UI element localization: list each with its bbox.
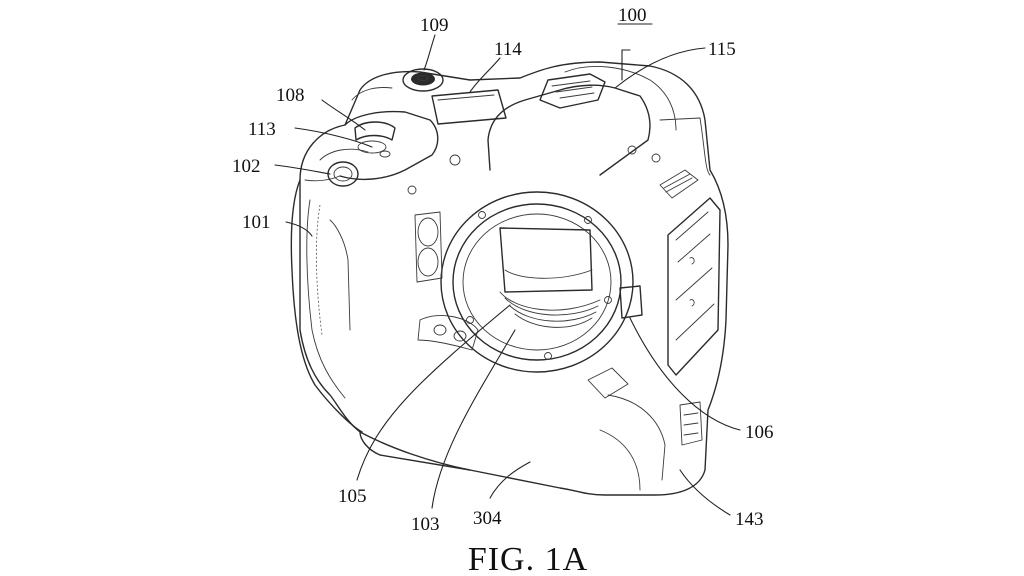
leader-103: [431, 329, 516, 509]
leader-115: [614, 47, 706, 89]
leader-lines: [274, 34, 741, 516]
label-101: 101: [242, 212, 271, 233]
lens-mount-outer: [440, 191, 634, 373]
battery-grip: [359, 431, 471, 471]
leader-106: [629, 317, 741, 431]
label-114: 114: [494, 39, 522, 60]
top-dial-center: [411, 72, 435, 86]
label-115: 115: [708, 39, 736, 60]
hot-shoe: [539, 73, 606, 109]
leader-100: [621, 49, 631, 81]
leader-105: [356, 304, 511, 481]
top-lcd: [431, 89, 507, 125]
label-105: 105: [338, 486, 367, 507]
shutter-button: [327, 161, 359, 187]
camera-body-drawing: [290, 61, 729, 496]
label-113: 113: [248, 119, 276, 140]
leader-143: [679, 469, 731, 516]
leader-108: [321, 99, 366, 131]
label-304: 304: [473, 508, 502, 529]
sensor-opening: [499, 227, 593, 293]
viewfinder-hump: [487, 84, 651, 176]
leader-304: [489, 461, 531, 499]
label-103: 103: [411, 514, 440, 535]
body-outline: [299, 61, 729, 496]
label-143: 143: [735, 509, 764, 530]
lens-mount-inner: [452, 203, 622, 361]
leader-113: [294, 127, 373, 148]
label-108: 108: [276, 85, 305, 106]
grip-outline: [290, 179, 363, 433]
leader-109: [423, 34, 436, 71]
leader-101: [285, 221, 313, 237]
label-100: 100: [618, 5, 647, 26]
leader-114: [469, 57, 501, 93]
figure-caption: FIG. 1A: [468, 541, 588, 576]
top-dial: [402, 68, 444, 92]
label-102: 102: [232, 156, 261, 177]
reference-labels: 100 109 114 115 108 113 102 101 105 103 …: [232, 5, 774, 535]
label-106: 106: [745, 422, 774, 443]
leader-102: [274, 164, 331, 175]
label-109: 109: [420, 15, 449, 36]
